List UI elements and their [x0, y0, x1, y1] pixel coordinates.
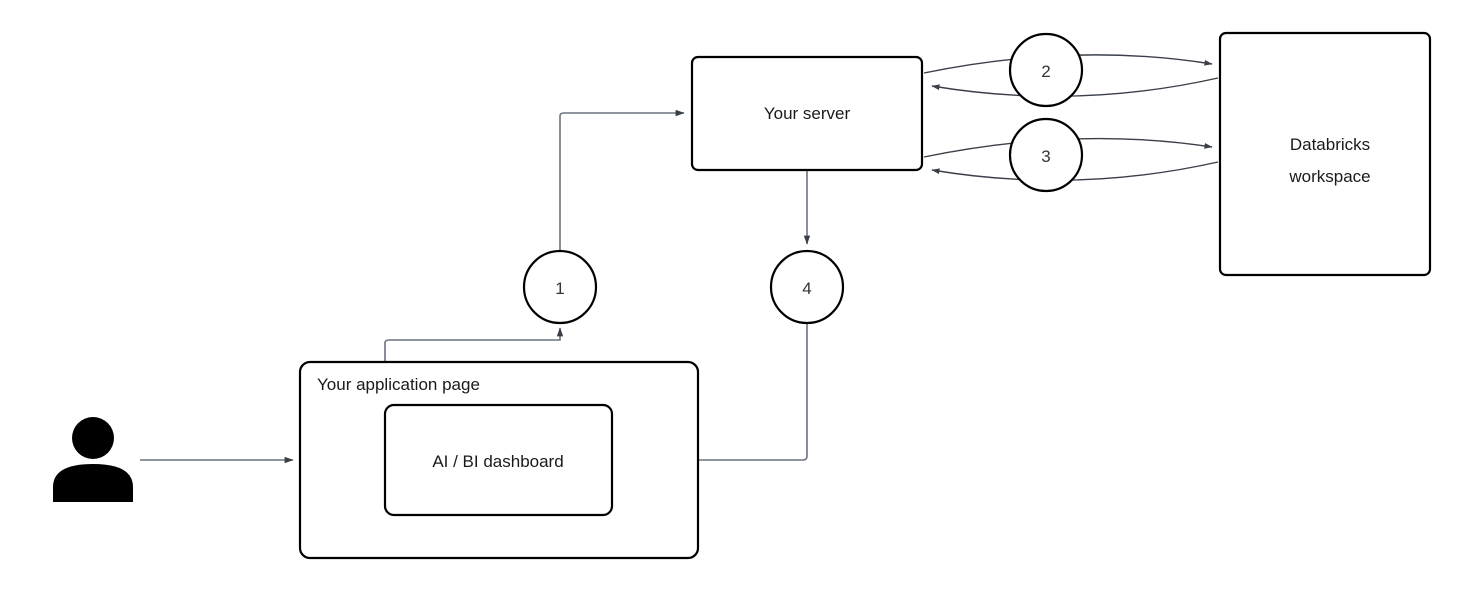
connection-step-1-to-your-server	[559, 109, 685, 251]
step-marker-3[interactable]: 3	[1008, 117, 1084, 193]
databricks-workspace-box[interactable]	[1218, 31, 1432, 277]
step-3-number: 3	[1041, 147, 1050, 166]
step-2-circle[interactable]	[1008, 32, 1084, 108]
node-your-server[interactable]: Your server	[690, 55, 924, 172]
user-body-icon	[53, 464, 133, 502]
step-marker-4[interactable]: 4	[769, 249, 845, 325]
step-marker-2[interactable]: 2	[1008, 32, 1084, 108]
your-server-box[interactable]	[690, 55, 924, 172]
your-server-label: Your server	[764, 104, 851, 123]
ai-bi-dashboard-label: AI / BI dashboard	[432, 452, 563, 471]
databricks-workspace-label-line1: Databricks	[1290, 135, 1370, 154]
user-head-icon	[72, 417, 114, 459]
step-marker-1[interactable]: 1	[522, 249, 598, 325]
step-3-circle[interactable]	[1008, 117, 1084, 193]
node-databricks-workspace[interactable]: Databricks workspace	[1218, 31, 1432, 277]
step-1-circle[interactable]	[522, 249, 598, 325]
step-4-number: 4	[802, 279, 811, 298]
ai-bi-dashboard-box[interactable]	[383, 403, 614, 517]
databricks-workspace-label-line2: workspace	[1288, 167, 1370, 186]
your-application-page-label: Your application page	[317, 375, 480, 394]
node-ai-bi-dashboard[interactable]: AI / BI dashboard	[383, 403, 614, 517]
connection-step-4-to-dashboard	[619, 323, 808, 464]
user-actor-icon	[53, 417, 133, 502]
step-1-number: 1	[555, 279, 564, 298]
step-4-circle[interactable]	[769, 249, 845, 325]
step-2-number: 2	[1041, 62, 1050, 81]
connection-app-page-to-step-1	[384, 327, 564, 362]
